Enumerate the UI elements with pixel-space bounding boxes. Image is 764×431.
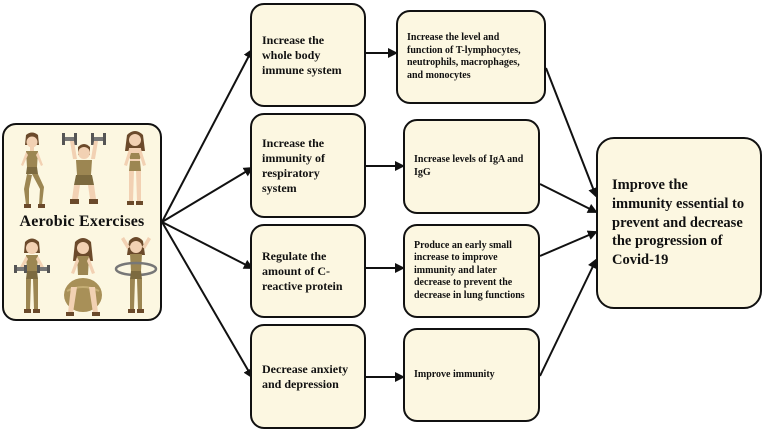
effect-box-anxiety: Decrease anxiety and depression bbox=[250, 324, 366, 429]
outcome-text: Increase levels of IgA and IgG bbox=[414, 154, 524, 178]
arrow-to-c-reactive bbox=[161, 221, 254, 269]
arrow-to-respiratory bbox=[161, 166, 254, 223]
arrow-to-result-1 bbox=[545, 67, 598, 198]
result-box-covid-19: Improve the immunity essential to preven… bbox=[596, 137, 762, 309]
effect-text: Increase the whole body immune system bbox=[262, 32, 342, 77]
effect-text: Regulate the amount of C-reactive protei… bbox=[262, 248, 343, 293]
effect-box-c-reactive-protein: Regulate the amount of C-reactive protei… bbox=[250, 224, 366, 318]
outcome-box-t-lymphocytes: Increase the level and function of T-lym… bbox=[396, 10, 546, 104]
outcome-text: Improve immunity bbox=[414, 368, 495, 380]
outcome-box-early-increase: Produce an early small increase to impro… bbox=[403, 224, 540, 318]
arrow-to-immune-system bbox=[161, 48, 253, 223]
arrow-to-result-4 bbox=[539, 258, 598, 377]
arrow-to-result-3 bbox=[539, 230, 598, 257]
effect-text: Increase the immunity of respiratory sys… bbox=[262, 135, 325, 195]
outcome-text: Produce an early small increase to impro… bbox=[414, 239, 525, 301]
woman-dumbbell-press-icon bbox=[62, 133, 106, 204]
arrow-to-result-2 bbox=[539, 183, 598, 213]
woman-lunge-icon bbox=[21, 132, 45, 208]
source-title: Aerobic Exercises bbox=[19, 213, 145, 230]
outcome-box-improve-immunity: Improve immunity bbox=[403, 328, 540, 422]
woman-standing-icon bbox=[124, 131, 146, 205]
woman-dumbbell-curl-icon bbox=[14, 238, 50, 313]
outcome-text: Increase the level and function of T-lym… bbox=[407, 32, 521, 81]
effect-box-respiratory: Increase the immunity of respiratory sys… bbox=[250, 113, 366, 218]
effect-text: Decrease anxiety and depression bbox=[262, 361, 349, 391]
arrow-to-anxiety bbox=[161, 221, 254, 379]
result-text: Improve the immunity essential to preven… bbox=[612, 176, 745, 269]
woman-hula-hoop-icon bbox=[114, 237, 158, 313]
woman-exercise-ball-icon bbox=[64, 238, 102, 316]
outcome-box-iga-igg: Increase levels of IgA and IgG bbox=[403, 119, 540, 214]
effect-box-immune-system: Increase the whole body immune system bbox=[250, 3, 366, 107]
aerobic-exercises-box: Aerobic Exercises bbox=[2, 123, 162, 321]
